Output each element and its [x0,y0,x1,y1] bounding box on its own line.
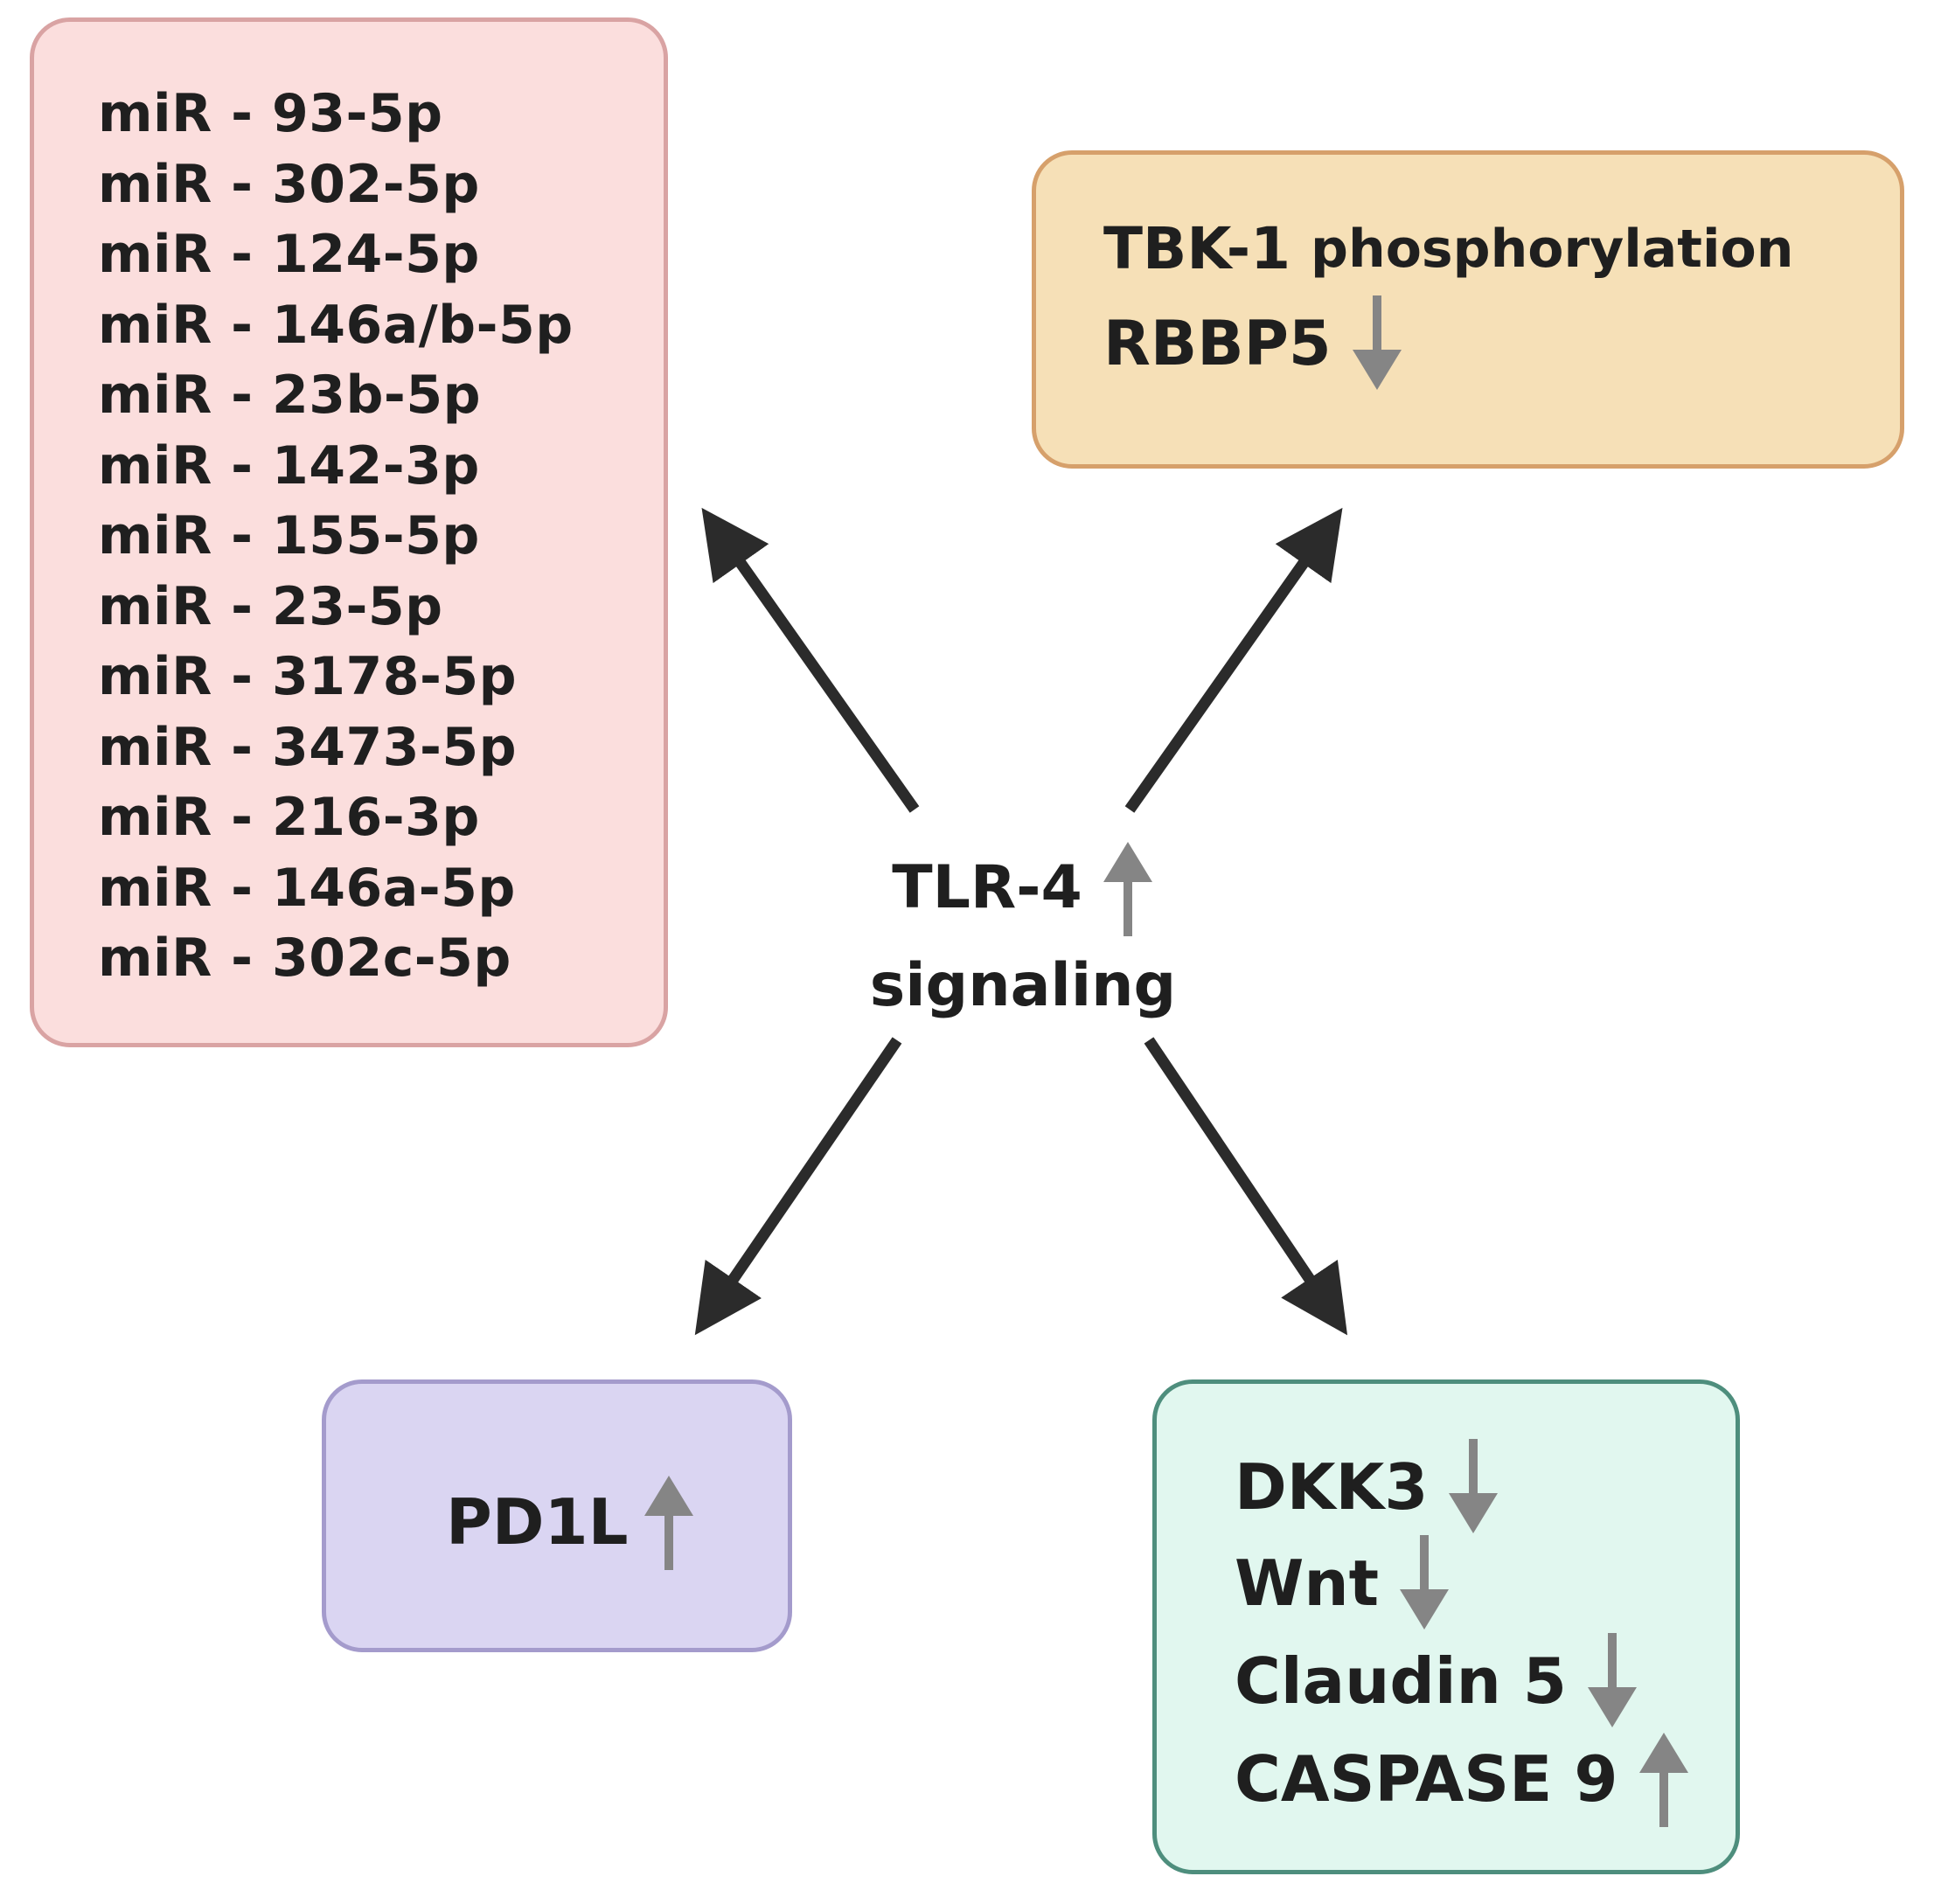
mirna-item: miR - 216-3p [98,787,480,848]
phosphorylation-label: phosphorylation [1311,218,1794,280]
pd1l-label: PD1L [446,1485,629,1559]
mirna-item: miR - 302-5p [98,153,480,215]
dkk3-label: DKK3 [1235,1450,1429,1524]
claudin5-line: Claudin 5 [1235,1633,1638,1729]
wnt-label: Wnt [1235,1546,1380,1620]
mirna-item: miR - 146a-5p [98,857,516,919]
pd1l-line: PD1L [446,1474,695,1570]
arrow-to-mirna-box [701,507,920,813]
down-arrow-icon [1352,295,1402,390]
mirna-list: miR - 93-5p miR - 302-5p miR - 124-5p mi… [98,79,574,994]
signaling-label: signaling [869,951,1177,1020]
up-arrow-icon [1638,1733,1688,1827]
tbk-box [1032,150,1904,469]
mirna-item: miR - 23b-5p [98,365,482,426]
arrow-to-tbk-box [1124,507,1343,813]
mirna-item: miR - 155-5p [98,505,480,566]
down-arrow-icon [1400,1535,1450,1630]
tlr4-signaling-label: TLR-4 signaling [857,839,1189,1035]
wnt-line: Wnt [1235,1535,1450,1631]
mirna-item: miR - 3178-5p [98,646,518,707]
down-arrow-icon [1588,1633,1638,1727]
tbk-phosphorylation-line: TBK-1 phosphorylation [1103,215,1793,282]
mirna-item: miR - 3473-5p [98,716,518,778]
dkk-box [1152,1379,1740,1874]
dkk3-line: DKK3 [1235,1439,1499,1535]
claudin5-label: Claudin 5 [1235,1644,1568,1718]
down-arrow-icon [1449,1439,1499,1533]
tbk-label: TBK-1 [1103,215,1291,282]
rbbp5-label: RBBP5 [1103,308,1332,379]
caspase9-label: CASPASE 9 [1235,1742,1618,1816]
mirna-item: miR - 93-5p [98,83,443,144]
arrow-to-pd1l-box [694,1037,902,1336]
mirna-item: miR - 23-5p [98,575,443,637]
mirna-item: miR - 302c-5p [98,928,511,989]
arrow-to-dkk-box [1144,1037,1348,1336]
mirna-box [30,17,668,1047]
mirna-item: miR - 142-3p [98,434,480,497]
tlr4-label: TLR-4 [892,853,1082,922]
mirna-item: miR - 124-5p [98,224,480,285]
pd1l-box [322,1379,792,1652]
up-arrow-icon [1103,842,1152,936]
caspase9-line: CASPASE 9 [1235,1731,1690,1827]
rbbp5-line: RBBP5 [1103,295,1403,392]
mirna-item: miR - 146a/b-5p [98,294,574,356]
up-arrow-icon [644,1476,693,1570]
